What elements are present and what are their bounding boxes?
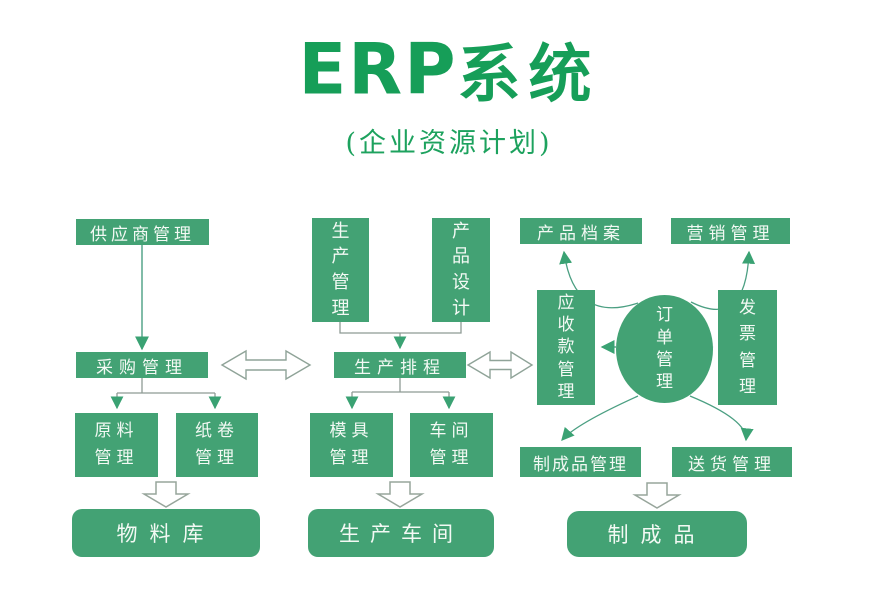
node-procurement-management: 采购管理: [76, 352, 208, 378]
node-finished-goods: 制成品: [567, 511, 747, 557]
block-arrow-to-finished-goods: [632, 482, 682, 509]
page-subtitle: (企业资源计划): [345, 128, 553, 159]
node-workshop-management: 车间管理: [410, 413, 493, 477]
node-production-workshop: 生产车间: [308, 509, 494, 557]
node-delivery-management: 送货管理: [672, 447, 792, 477]
node-marketing-management: 营销管理: [671, 218, 790, 244]
title-cjk: 系统: [457, 37, 600, 111]
node-invoice-management: 发票管理: [718, 290, 777, 405]
bracket-procurement-split: [117, 378, 215, 394]
node-supplier-management: 供应商管理: [76, 219, 209, 245]
node-order-management: 订单管理: [616, 295, 713, 403]
node-raw-material-management: 原料管理: [75, 413, 158, 477]
node-production-schedule: 生产排程: [334, 352, 466, 378]
bracket-to-schedule: [339, 322, 462, 334]
node-product-archive: 产品档案: [520, 218, 642, 244]
node-mold-management: 模具管理: [310, 413, 393, 477]
bracket-schedule-split: [352, 378, 449, 393]
block-arrow-to-production-workshop: [375, 481, 425, 508]
double-arrow-schedule-receivables: [466, 350, 534, 380]
title-latin: ERP: [298, 28, 458, 111]
block-arrow-to-material-store: [141, 481, 191, 508]
node-material-store: 物料库: [72, 509, 260, 557]
node-finished-goods-management: 制成品管理: [520, 447, 641, 477]
node-paper-roll-management: 纸卷管理: [176, 413, 258, 477]
double-arrow-procurement-schedule: [220, 349, 312, 381]
node-production-management: 生产管理: [312, 218, 369, 322]
page-title: ERP系统: [10, 24, 878, 115]
node-receivables-management: 应收款管理: [537, 290, 595, 405]
node-product-design: 产品设计: [432, 218, 490, 322]
